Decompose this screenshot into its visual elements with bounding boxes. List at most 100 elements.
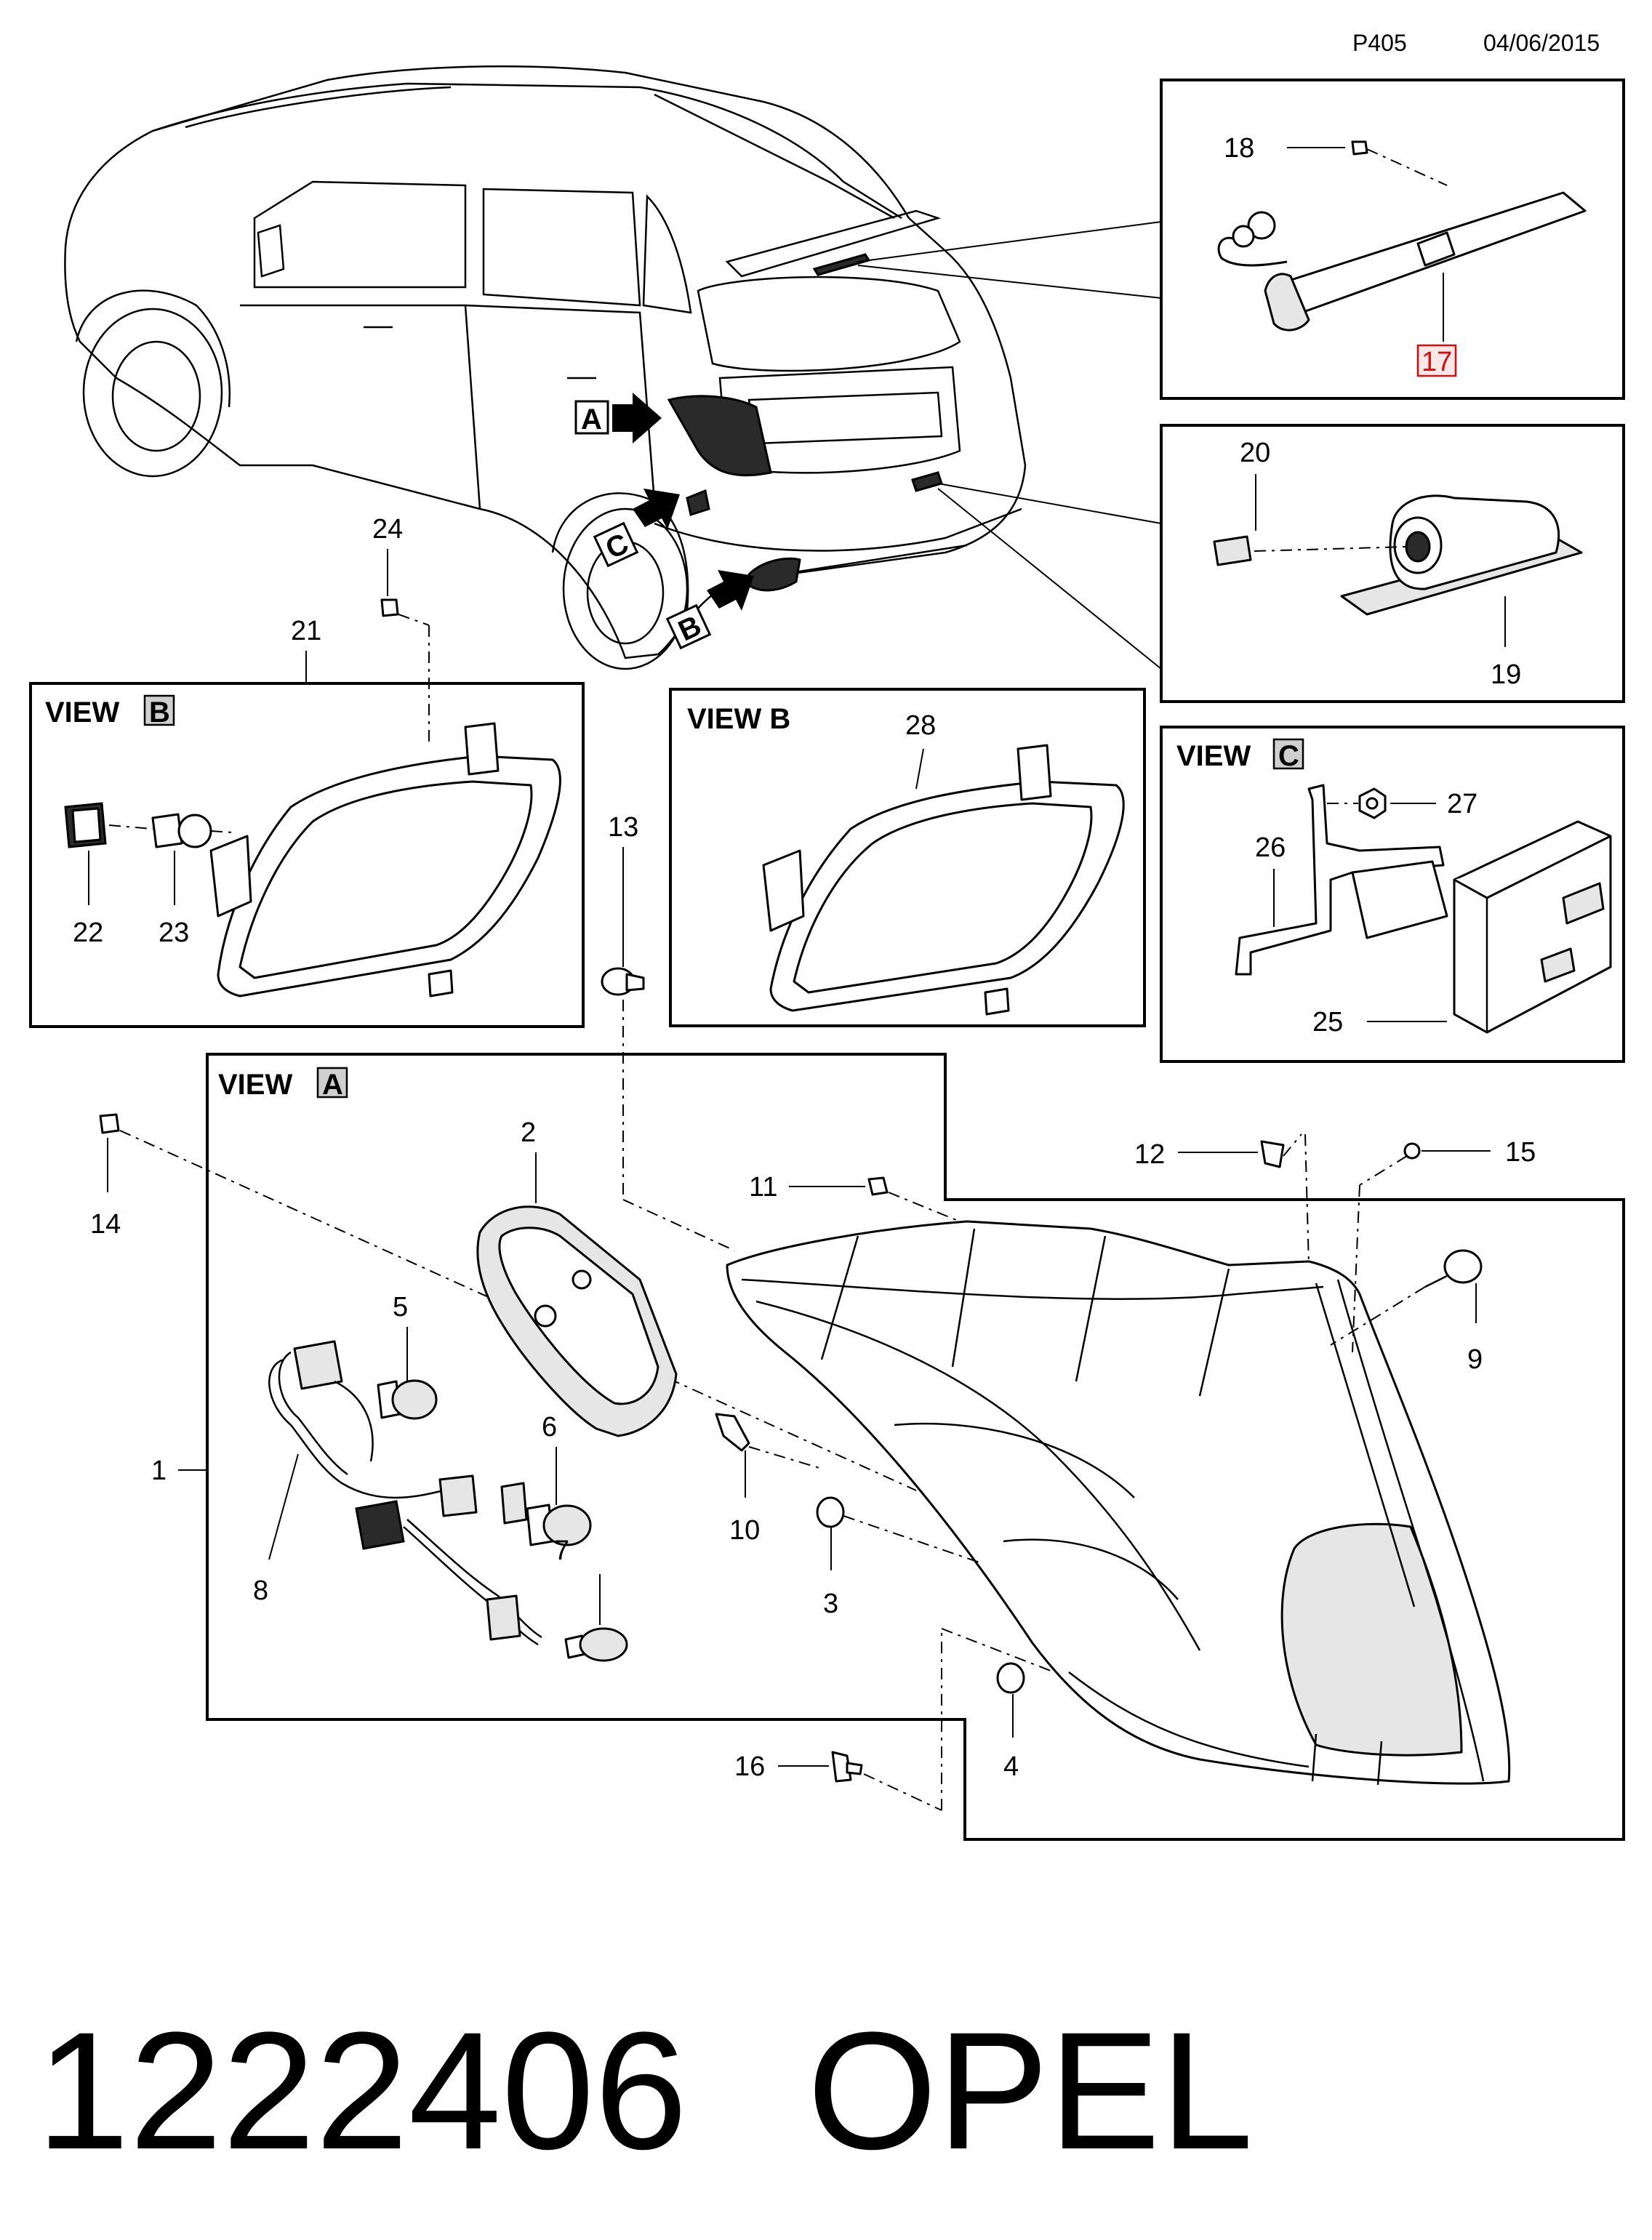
bulb-5-icon [377, 1379, 438, 1420]
dash-11 [888, 1192, 961, 1222]
view-a-letter: A [322, 1069, 343, 1101]
screw-18-icon [1351, 140, 1368, 156]
leader-28 [915, 748, 924, 790]
dash-12b [1304, 1133, 1310, 1266]
roof-rail-rear [654, 93, 895, 220]
screw-16-icon [831, 1751, 863, 1783]
nut-15-icon [1403, 1142, 1421, 1160]
view-b-left-frame [29, 682, 585, 1028]
rear-spoiler [725, 209, 942, 278]
view-b-left-letter-box [143, 694, 175, 726]
callout-27: 27 [1447, 789, 1477, 819]
view-b-left-letter: B [149, 697, 170, 728]
dash-12a [1283, 1133, 1302, 1157]
callout-1: 1 [151, 1456, 167, 1486]
part-number: 1222406 [36, 1997, 687, 2184]
dash-22-23 [108, 824, 153, 830]
view-b-right-label: VIEW B [687, 703, 790, 735]
callout-23: 23 [159, 918, 189, 948]
callout-19: 19 [1491, 659, 1521, 690]
callout-8: 8 [253, 1575, 268, 1606]
plate-lamp-location [911, 471, 943, 492]
bracket-26-part [1235, 784, 1448, 976]
callout-22: 22 [73, 918, 103, 948]
view-b-right-frame [669, 688, 1146, 1027]
dash-20 [1254, 546, 1408, 552]
dash-15a [1359, 1155, 1408, 1186]
roof-rail [185, 86, 452, 129]
tail-lamp-location [667, 395, 772, 477]
leader-inset-19-bottom [937, 488, 1162, 670]
side-mirror [257, 224, 285, 278]
callout-9: 9 [1467, 1344, 1483, 1375]
grommet-9-icon [1424, 1249, 1483, 1288]
callout-11: 11 [749, 1172, 777, 1203]
callout-13: 13 [608, 812, 638, 843]
callout-20: 20 [1240, 438, 1270, 468]
arrow-a-icon [612, 393, 662, 443]
dash-15b [1352, 1184, 1360, 1353]
vehicle-illustration [64, 65, 1027, 670]
high-mount-lamp-part [1217, 191, 1587, 332]
clip-12-icon [1260, 1140, 1285, 1168]
lamp-harness [1217, 237, 1288, 267]
svg-text:A: A [581, 404, 602, 435]
callout-4: 4 [1003, 1751, 1019, 1782]
reflector-28-part [762, 744, 1125, 1016]
front-hub [111, 340, 201, 452]
pointer-b: B [665, 570, 754, 650]
callout-28: 28 [905, 710, 936, 741]
callout-5: 5 [393, 1292, 408, 1322]
view-b-left-label: VIEW [45, 697, 119, 728]
callout-24: 24 [372, 514, 403, 545]
plate-lamp-part [1340, 494, 1583, 616]
screw-14-icon [99, 1113, 120, 1134]
dash-16c [941, 1628, 1055, 1673]
rear-glass [697, 276, 961, 372]
grommet-4-icon [996, 1662, 1025, 1694]
quarter-window [642, 194, 692, 314]
bulb-23-part [151, 813, 212, 848]
reflector-21-part [209, 722, 561, 997]
callout-16: 16 [734, 1751, 765, 1782]
clip-10-icon [715, 1413, 750, 1452]
tail-lamp-assembly-part [726, 1220, 1511, 1786]
brand-name: OPEL [807, 1997, 1254, 2184]
callout-14: 14 [90, 1209, 121, 1240]
view-c-frame [1160, 726, 1625, 1063]
rear-window [482, 188, 641, 307]
harness-8-part [268, 1340, 542, 1646]
callout-18: 18 [1224, 133, 1254, 164]
high-mount-lamp-location [812, 253, 871, 276]
front-window [253, 180, 467, 289]
dash-18 [1366, 148, 1448, 186]
screw-24-icon [380, 598, 399, 617]
reflector-location [747, 557, 801, 592]
view-a-label: VIEW [218, 1069, 292, 1101]
nut-27-icon [1358, 787, 1387, 819]
car-roof [152, 82, 902, 220]
dash-13b [622, 1199, 735, 1251]
marker-location [686, 489, 710, 516]
callout-6: 6 [542, 1412, 557, 1442]
leader-inset-19-top [937, 483, 1162, 524]
dash-10 [748, 1446, 822, 1469]
bulb-20-icon [1213, 535, 1252, 566]
socket-22-part [64, 802, 107, 848]
bulb-6-icon [526, 1504, 592, 1546]
callout-12: 12 [1134, 1139, 1165, 1170]
dash-24a [398, 614, 430, 626]
door-line-rear [465, 304, 656, 502]
callout-10: 10 [729, 1515, 760, 1546]
leader-inset-17-bottom [857, 265, 1162, 299]
leader-8 [268, 1453, 299, 1560]
view-a-letter-box [316, 1067, 348, 1099]
module-25-part [1453, 820, 1612, 1034]
front-arch [75, 289, 230, 408]
arrow-b-icon [707, 570, 754, 611]
callout-21: 21 [291, 616, 321, 646]
callout-7: 7 [554, 1536, 569, 1566]
dash-9 [1330, 1286, 1426, 1346]
callout-2: 2 [521, 1117, 536, 1148]
